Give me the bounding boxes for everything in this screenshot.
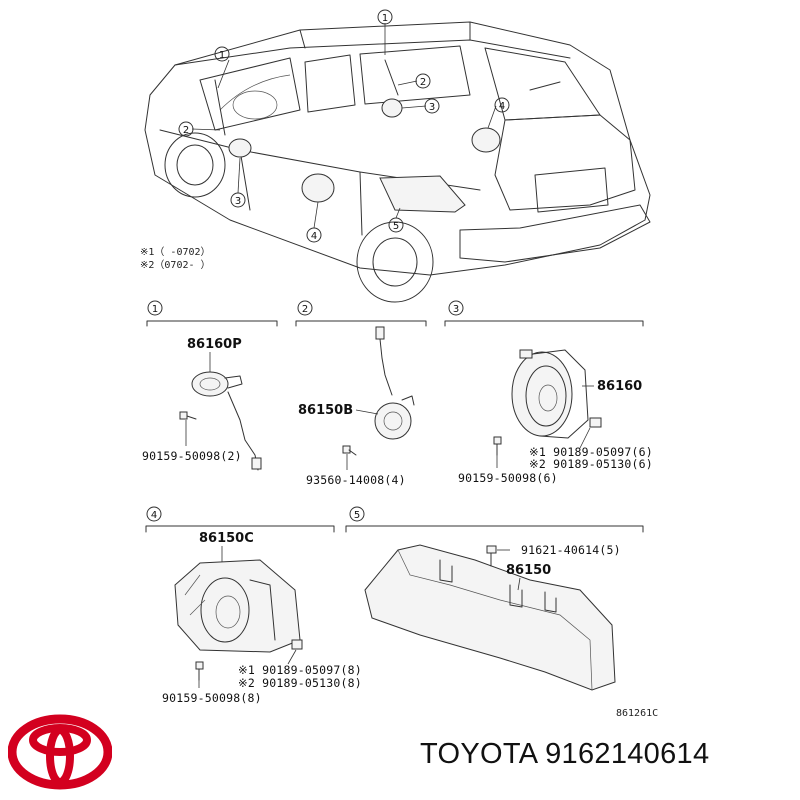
section-4: 4 86150C ※1 90189-05097(8) ※2 90189-0513… [145, 506, 362, 705]
callout-5: 5 [393, 221, 399, 232]
note-1: ※1（ -0702） [140, 246, 211, 258]
clip-90189-05130-6: ※2 90189-05130(6) [529, 457, 653, 471]
svg-text:4: 4 [151, 510, 157, 521]
screw-90159-50098-2: 90159-50098(2) [142, 449, 242, 463]
brand-part-number: TOYOTA 9162140614 [420, 738, 710, 770]
callout-4b: 4 [311, 231, 317, 242]
screw-90159-50098-8: 90159-50098(8) [162, 691, 262, 705]
vehicle-callouts: 1 2 3 1 2 3 4 4 5 [178, 9, 510, 243]
part-86150C: 86150C [199, 531, 254, 546]
clip-90189-05130-8: ※2 90189-05130(8) [238, 676, 362, 690]
screw-93560-14008-4: 93560-14008(4) [306, 473, 406, 487]
vehicle-illustration [144, 21, 651, 303]
callout-3: 3 [235, 196, 241, 207]
callout-3b: 3 [429, 102, 435, 113]
part-86150: 86150 [506, 563, 551, 578]
callout-2: 2 [183, 125, 189, 136]
section-3: 3 86160 ※1 90189-05097(6) ※2 90189-05130… [444, 300, 653, 485]
svg-text:5: 5 [354, 510, 360, 521]
section-2: 2 86150B 93560-14008(4) [295, 300, 427, 487]
screw-91621-40614-5: 91621-40614(5) [521, 543, 621, 557]
section-5: 5 91621-40614(5) 86150 [345, 506, 644, 691]
svg-text:2: 2 [302, 304, 308, 315]
screw-90159-50098-6: 90159-50098(6) [458, 471, 558, 485]
callout-2b: 2 [420, 77, 426, 88]
figure-code: 861261C [616, 708, 658, 719]
clip-90189-05097-6: ※1 90189-05097(6) [529, 445, 653, 459]
callout-1: 1 [219, 50, 225, 61]
part-86160: 86160 [597, 379, 642, 394]
callout-4: 4 [499, 101, 505, 112]
callout-1b: 1 [382, 13, 388, 24]
part-86160P: 86160P [187, 337, 242, 352]
clip-90189-05097-8: ※1 90189-05097(8) [238, 663, 362, 677]
section-1: 1 86160P 90159-50098(2) [142, 300, 278, 471]
part-86150B: 86150B [298, 403, 353, 418]
svg-text:1: 1 [152, 304, 158, 315]
svg-text:3: 3 [453, 304, 459, 315]
note-2: ※2（0702- ） [140, 259, 211, 271]
toyota-logo-icon [8, 714, 112, 790]
